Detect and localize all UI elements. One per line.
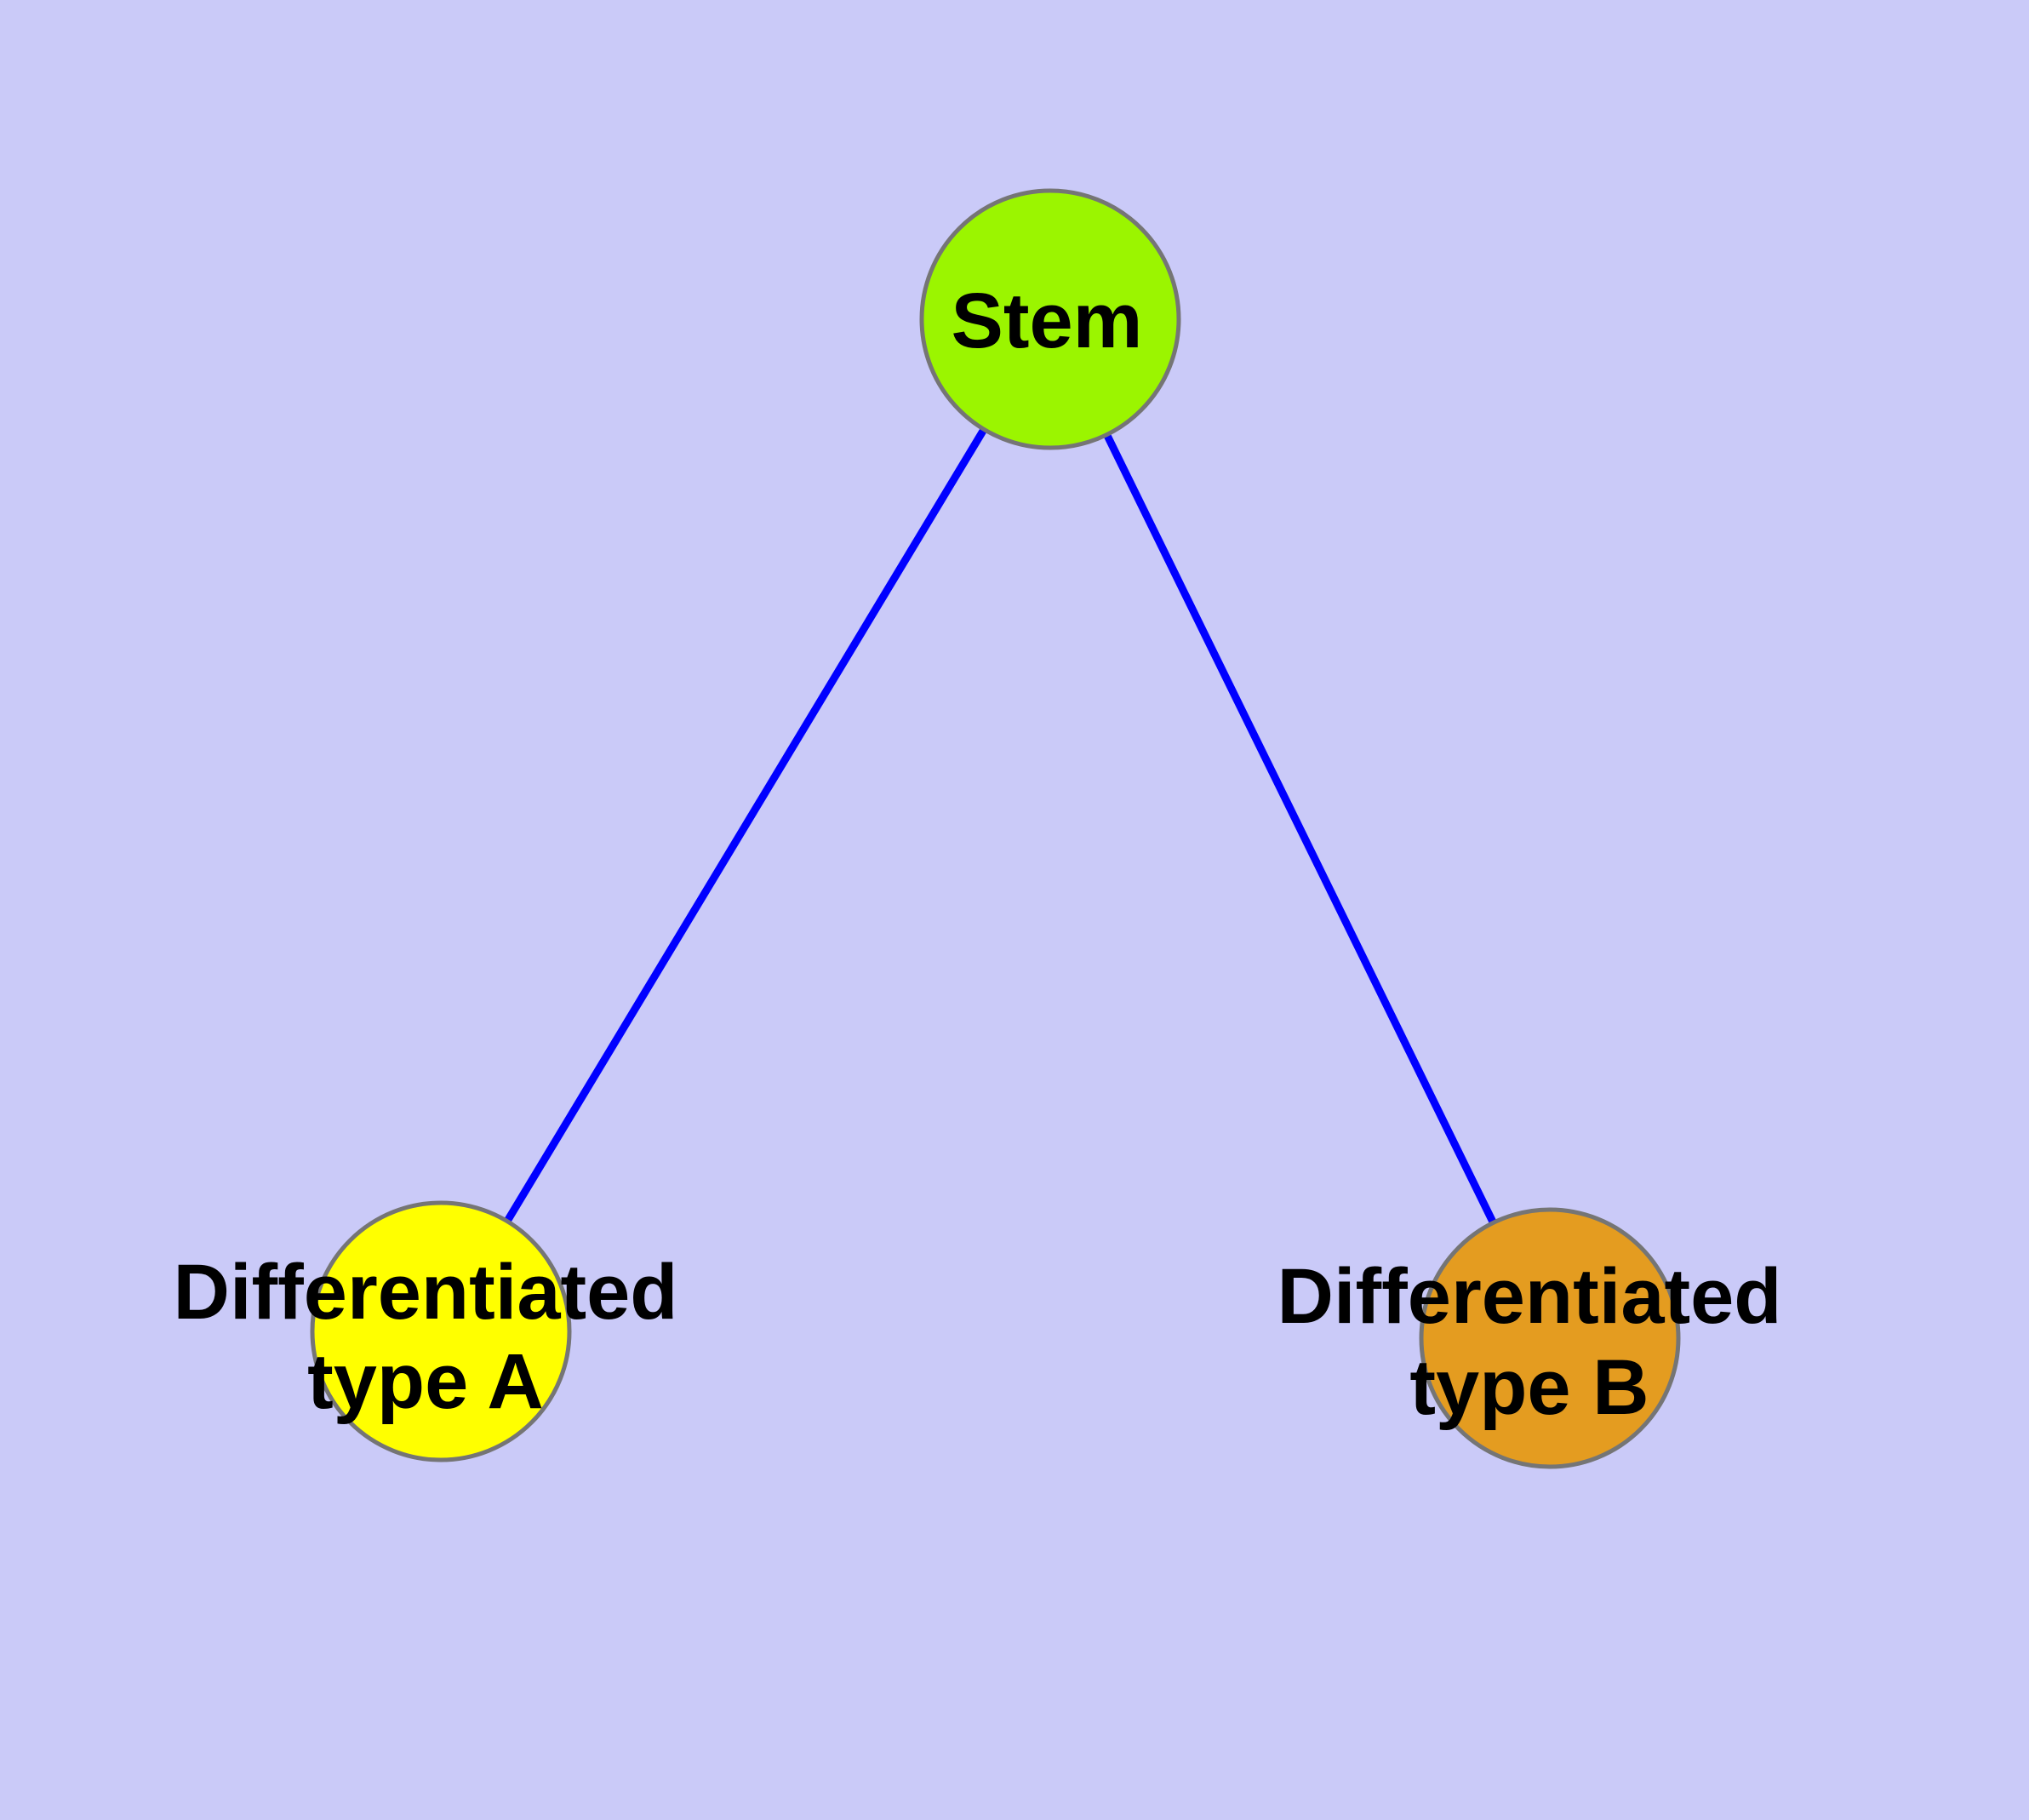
node-type-b-label-line1: Differentiated (1277, 1253, 1782, 1340)
edge-stem-to-type-b (1046, 318, 1554, 1340)
node-type-a-label-line1: Differentiated (174, 1249, 678, 1336)
node-type-b-label-line2: type B (1409, 1344, 1649, 1431)
node-type-a-label-line2: type A (307, 1338, 544, 1425)
node-stem-label: Stem (952, 278, 1143, 364)
node-stem (919, 188, 1181, 450)
node-type-a (310, 1200, 572, 1462)
node-type-b (1419, 1207, 1681, 1469)
edge-stem-to-type-a (437, 317, 1054, 1334)
